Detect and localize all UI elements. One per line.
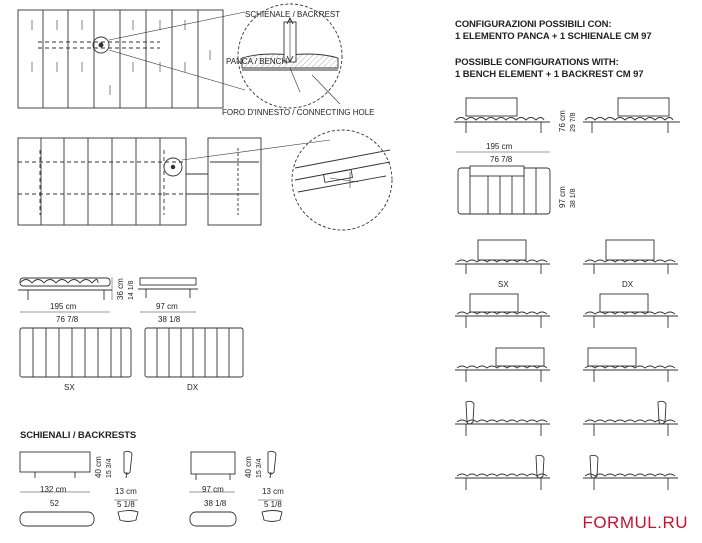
configs-heading-en-line1: POSSIBLE CONFIGURATIONS WITH: — [455, 57, 619, 68]
width-97-in: 38 1/8 — [158, 315, 181, 324]
width-195-cm: 195 cm — [50, 302, 77, 311]
configs-heading-it-line1: CONFIGURAZIONI POSSIBILI CON: — [455, 19, 612, 30]
backrest-132-side — [114, 450, 139, 522]
config-row5-left — [455, 400, 550, 436]
backrest-132-in: 52 — [50, 499, 59, 508]
configs-heading-it: CONFIGURAZIONI POSSIBILI CON: 1 ELEMENTO… — [455, 19, 652, 43]
backrest-132-front — [19, 451, 95, 527]
config-width-in: 76 7/8 — [490, 155, 513, 164]
width-97-cm: 97 cm — [156, 302, 178, 311]
backrest-97-front — [189, 451, 237, 527]
configs-heading-it-line2: 1 ELEMENTO PANCA + 1 SCHIENALE CM 97 — [455, 31, 652, 42]
backrest-97-in: 38 1/8 — [204, 499, 227, 508]
variant-sx: SX — [64, 383, 75, 392]
backrest-132-cm: 132 cm — [40, 485, 67, 494]
config-variant-dx: DX — [622, 280, 634, 289]
config-dx — [583, 239, 678, 274]
config-height-cm: 76 cm — [558, 110, 567, 132]
connecting-hole-callout: FORO D'INNESTO / CONNECTING HOLE — [222, 108, 375, 117]
bench-height-cm: 36 cm — [116, 278, 125, 300]
backrest2-height-in: 15 3/4 — [256, 458, 263, 478]
connection-detail-circle — [237, 3, 343, 109]
config-depth-cm: 97 cm — [558, 186, 567, 208]
bench-plan-dx — [144, 327, 244, 378]
connecting-hole-detail — [291, 129, 393, 231]
config-row4-right — [583, 347, 678, 382]
configs-heading-en: POSSIBLE CONFIGURATIONS WITH: 1 BENCH EL… — [455, 57, 644, 81]
backrest2-depth-cm: 13 cm — [262, 487, 284, 496]
bench-assembly-plan — [17, 137, 331, 226]
config-top-left — [454, 97, 550, 133]
config-row3-right — [583, 293, 678, 328]
config-sx — [455, 239, 550, 274]
backrest-depth-in: 5 1/8 — [117, 500, 135, 509]
brand-watermark: FORMUL.RU — [582, 513, 688, 532]
config-row3-left — [455, 293, 550, 328]
bench-callout: PANCA / BENCH — [226, 57, 287, 66]
bench-height-in: 14 1/8 — [128, 280, 135, 300]
config-width-cm: 195 cm — [486, 142, 513, 151]
bench-plan-sx — [19, 327, 132, 378]
backrest2-depth-in: 5 1/8 — [264, 500, 282, 509]
variant-dx: DX — [187, 383, 199, 392]
configs-heading-en-line2: 1 BENCH ELEMENT + 1 BACKREST CM 97 — [455, 69, 644, 80]
config-plan-view — [457, 165, 551, 215]
config-row6-right — [583, 454, 678, 490]
config-row5-right — [583, 400, 678, 436]
bench-plan-view — [17, 9, 246, 109]
backrest-height-cm: 40 cm — [94, 456, 103, 478]
backrest2-height-cm: 40 cm — [244, 456, 253, 478]
backrest-callout: SCHIENALE / BACKREST — [245, 10, 340, 19]
config-depth-in: 38 1/8 — [570, 188, 577, 208]
backrest-height-in: 15 3/4 — [106, 458, 113, 478]
width-195-in: 76 7/8 — [56, 315, 79, 324]
backrest-97-side — [258, 450, 283, 522]
config-height-in: 29 7/8 — [570, 112, 577, 132]
config-row4-left — [455, 347, 550, 382]
backrest-depth-cm: 13 cm — [115, 487, 137, 496]
bench-side-view — [18, 277, 198, 300]
config-top-right — [583, 97, 680, 133]
backrests-heading: SCHIENALI / BACKRESTS — [20, 430, 137, 441]
config-row6-left — [455, 454, 550, 490]
config-variant-sx: SX — [498, 280, 509, 289]
backrest-97-cm: 97 cm — [202, 485, 224, 494]
